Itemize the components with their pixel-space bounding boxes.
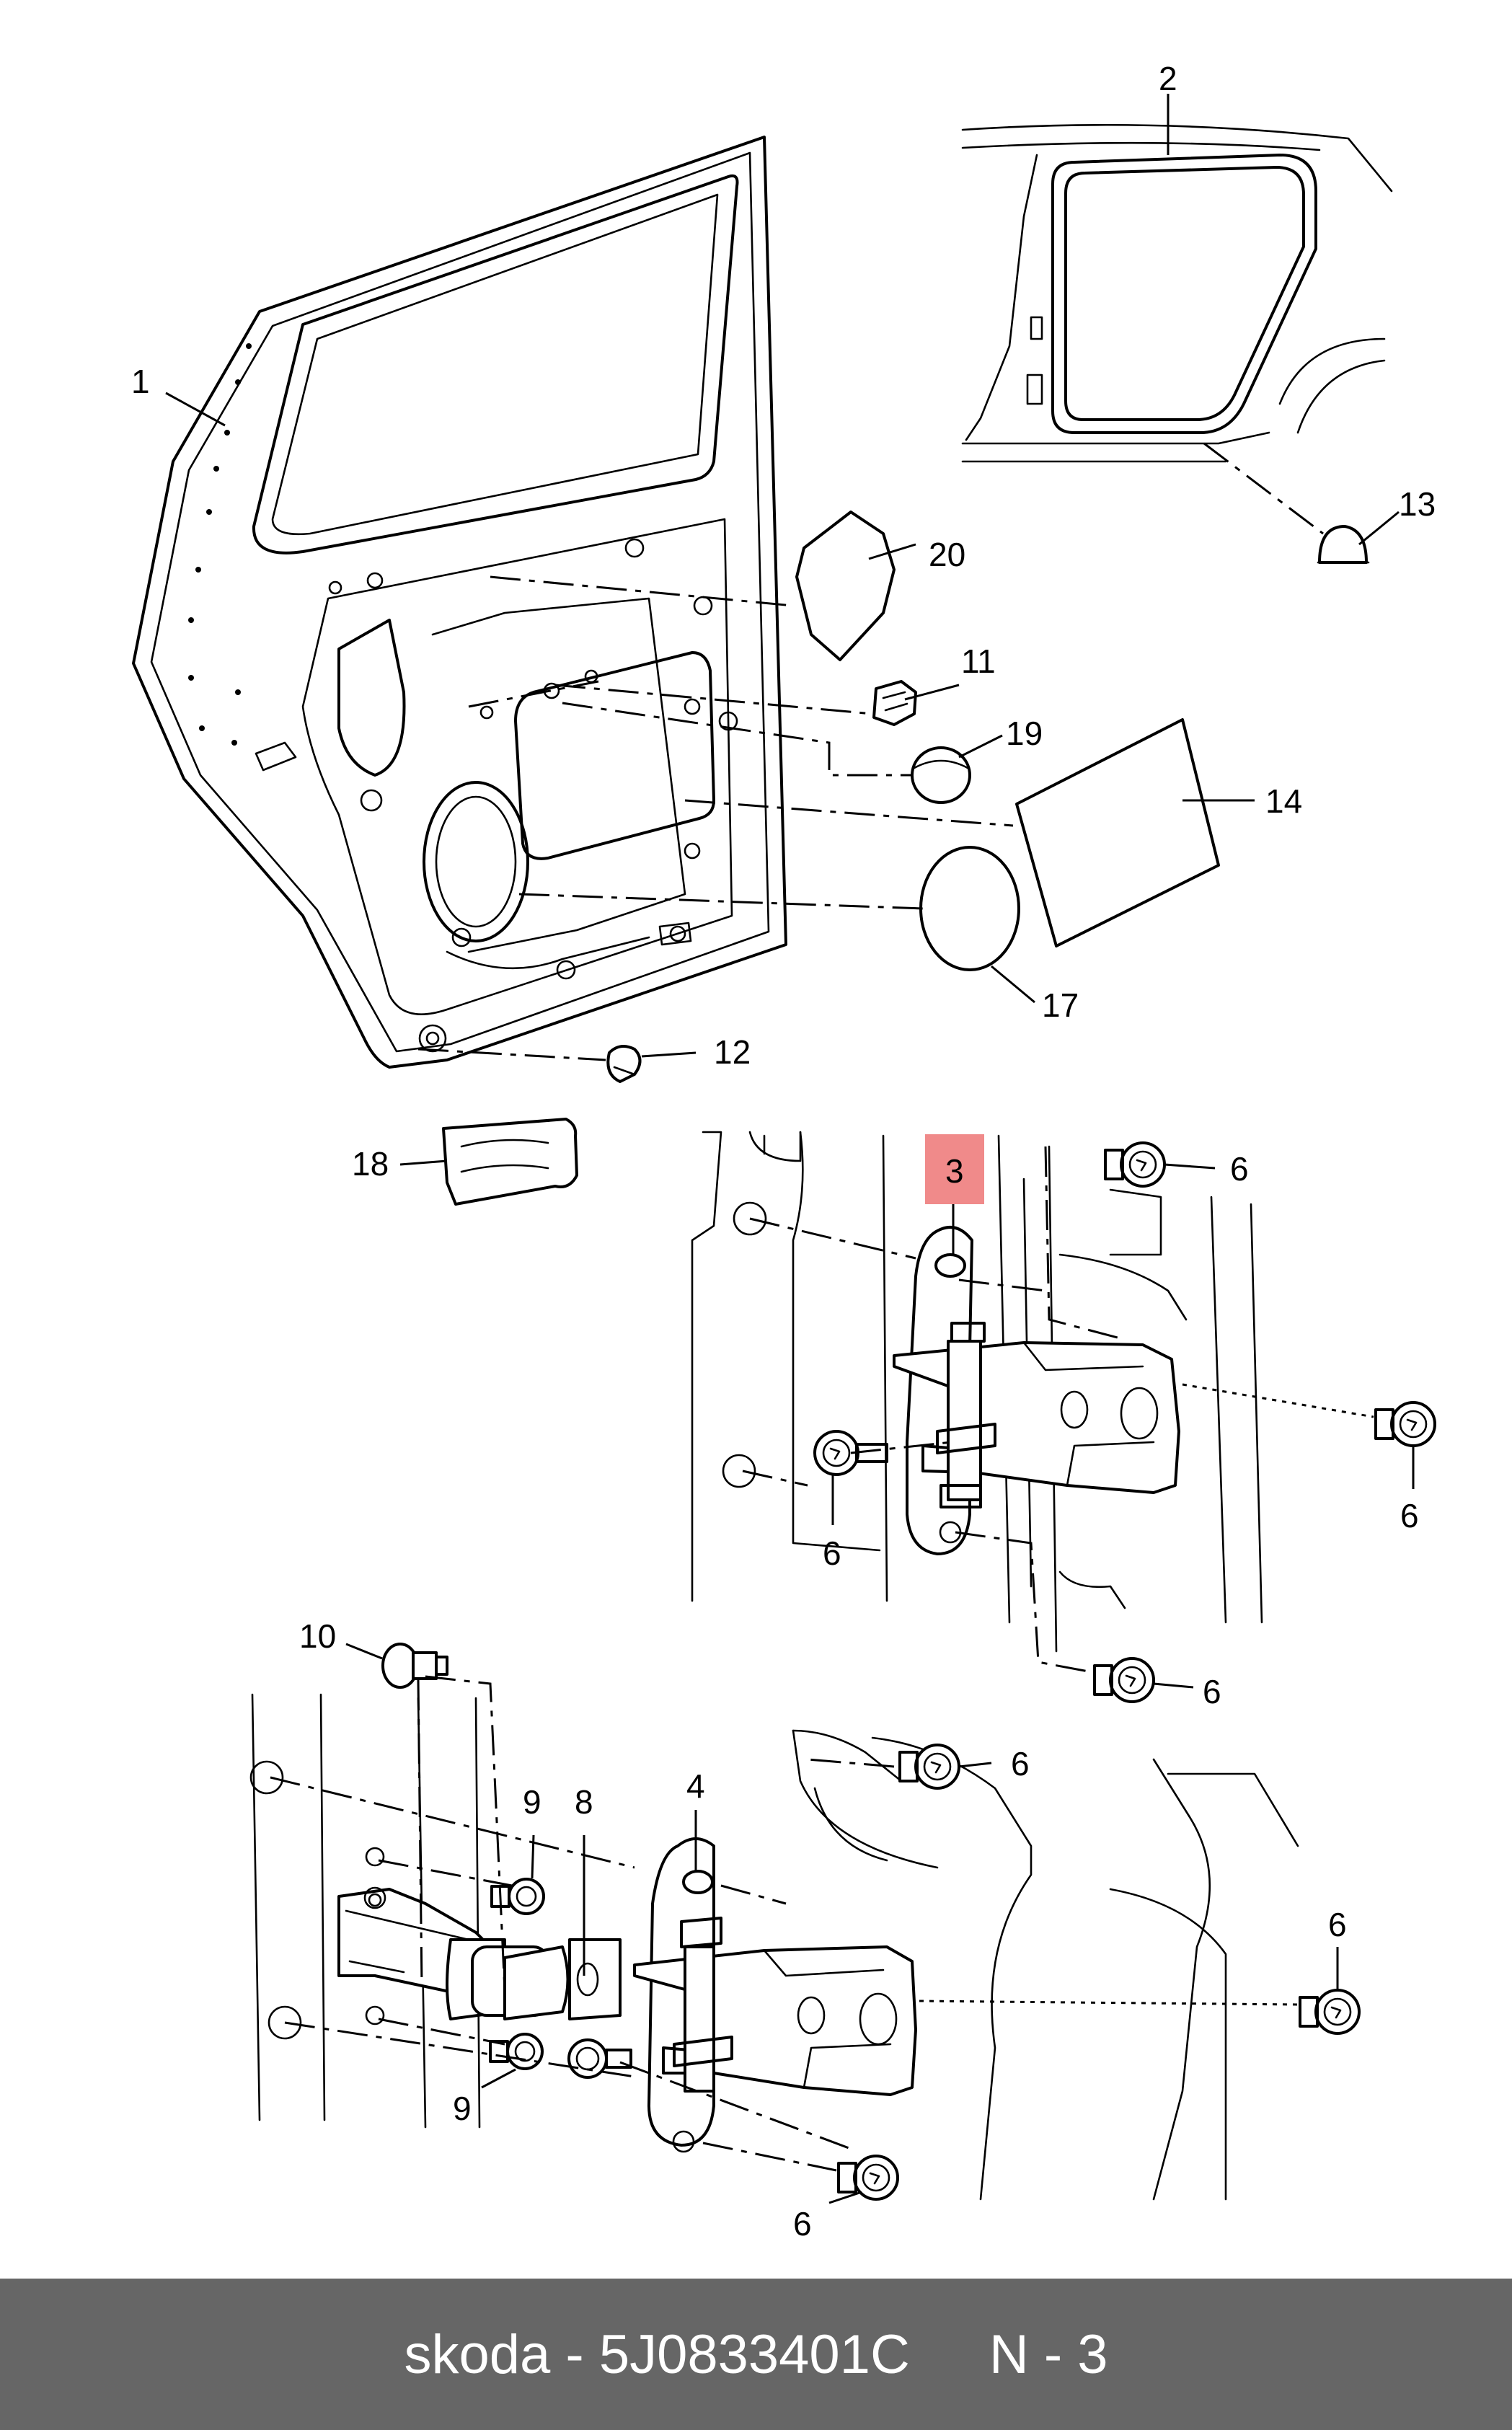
part-13-cap [1317, 525, 1370, 564]
callout-2: 2 [1159, 60, 1177, 97]
callout-14: 14 [1265, 782, 1302, 820]
footer-brand: skoda [404, 2323, 551, 2385]
body-opening-inset [961, 123, 1393, 535]
part-20-cover [795, 511, 896, 661]
footer-separator: - [565, 2323, 584, 2385]
callout-labels: 1 2 20 13 11 19 14 17 12 18 3 6 6 6 6 10… [131, 60, 1436, 2243]
door-shell [132, 136, 787, 1069]
parts-diagram: 1 2 20 13 11 19 14 17 12 18 3 6 6 6 6 10… [131, 60, 1436, 2243]
assembly-lines [270, 575, 1374, 2172]
callout-6-lower-right: 6 [1328, 1906, 1347, 1943]
callout-6-upper-right: 6 [1400, 1497, 1419, 1534]
callout-20: 20 [929, 536, 965, 573]
highlight-box-part-3 [925, 1134, 984, 1204]
callout-1: 1 [131, 363, 150, 400]
callout-18: 18 [352, 1145, 389, 1183]
callout-3: 3 [945, 1152, 964, 1190]
footer-part-number: 5J0833401C [598, 2323, 910, 2385]
callout-17: 17 [1042, 986, 1079, 1024]
callout-6-upper-top: 6 [1230, 1150, 1249, 1188]
part-17-seal [919, 846, 1020, 971]
callout-12: 12 [714, 1033, 751, 1071]
part-12-plug [606, 1045, 642, 1083]
callout-13: 13 [1399, 485, 1436, 523]
callout-6-lower-top: 6 [1011, 1745, 1030, 1782]
callout-9-upper: 9 [523, 1783, 541, 1821]
hinge-assembly-lower [249, 1693, 1299, 2201]
callout-6-upper-left: 6 [823, 1534, 841, 1572]
hinge-assembly-upper [691, 1131, 1263, 1653]
callout-10: 10 [299, 1617, 336, 1655]
callout-19: 19 [1006, 715, 1043, 752]
part-number-footer: skoda - 5J0833401C N - 3 [0, 2279, 1512, 2430]
callout-6-lower-bottom: 6 [793, 2205, 812, 2243]
callout-9-lower: 9 [453, 2090, 472, 2127]
callout-8: 8 [575, 1783, 593, 1821]
part-14-pad [1015, 718, 1220, 947]
leader-lines [165, 94, 1415, 2204]
part-18-bracket [442, 1118, 578, 1206]
footer-position: N - 3 [989, 2323, 1108, 2385]
callout-4: 4 [686, 1767, 705, 1805]
part-11-clip [872, 680, 917, 726]
callout-6-upper-bottom: 6 [1203, 1673, 1221, 1710]
callout-11: 11 [961, 642, 996, 680]
